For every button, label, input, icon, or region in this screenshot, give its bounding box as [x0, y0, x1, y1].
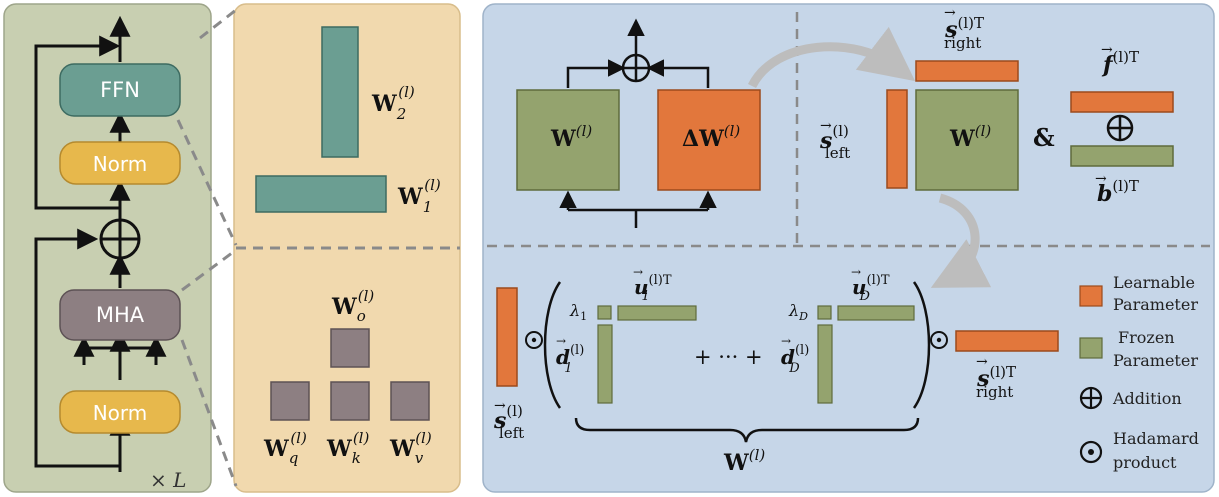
repeat-label: × L: [150, 468, 186, 492]
vec-arrow-u1: →: [633, 265, 643, 279]
legend-addition-label: Addition: [1112, 389, 1182, 408]
s-left-top-vector: [886, 89, 908, 189]
transformer-panel: [3, 3, 212, 493]
vec-arrow-s-right-bottom: →: [976, 354, 988, 370]
vec-arrow-f: →: [1101, 42, 1113, 58]
wo-label: Wo(l): [331, 287, 374, 325]
u-1-vector: [617, 305, 697, 321]
d-1-label: d(l)1: [556, 343, 584, 376]
s-right-bottom-vector: [955, 330, 1059, 352]
hadamard-left: [525, 331, 543, 349]
norm-bottom-box: [59, 390, 181, 434]
b-vector-label: b(l)T: [1097, 177, 1139, 207]
w1-matrix: [255, 175, 387, 213]
zoom-lines: [176, 8, 460, 487]
norm-top-box: [59, 141, 181, 185]
f-vector: [1070, 91, 1174, 113]
wk-matrix: [330, 381, 370, 421]
legend-hadamard-line2: product: [1113, 453, 1177, 472]
vec-arrow-dd: →: [781, 334, 791, 348]
lora-flow-lines: [559, 18, 717, 228]
norm-bottom-label: Norm: [93, 401, 148, 425]
delta-weight-label: ΔW(l): [682, 122, 740, 152]
u-d-vector: [837, 305, 915, 321]
wo-matrix: [330, 328, 370, 368]
vec-arrow-d1: →: [556, 334, 566, 348]
w2-matrix: [321, 26, 359, 158]
plus-dots-plus: + ··· +: [694, 345, 763, 369]
wq-label: Wq(l): [263, 429, 307, 467]
ffn-box: [59, 63, 181, 117]
vec-arrow-s-right-top: →: [944, 5, 956, 21]
big-paren-left: [543, 281, 562, 409]
lambda-1-cell: [597, 305, 612, 320]
wv-label: Wv(l): [389, 429, 432, 467]
b-vector: [1070, 145, 1174, 167]
ampersand: &: [1033, 123, 1055, 152]
scaled-weight-label: W(l): [949, 122, 991, 152]
w2-label: W2(l): [371, 83, 415, 123]
wq-matrix: [270, 381, 310, 421]
w1-label: W1(l): [397, 176, 441, 216]
vec-arrow-s-left-bottom: →: [494, 398, 506, 414]
transformer-block: [34, 15, 167, 472]
wv-matrix: [390, 381, 430, 421]
d-d-vector: [817, 324, 833, 404]
vec-arrow-b: →: [1095, 171, 1107, 187]
lambda-d-cell: [817, 305, 832, 320]
legend-frozen-line1: Frozen: [1118, 328, 1175, 347]
s-left-bottom-label: s(l)left: [493, 402, 524, 442]
legend-hadamard-line1: Hadamard: [1113, 429, 1199, 448]
s-right-top-vector: [915, 60, 1019, 82]
bottom-brace: [574, 417, 920, 443]
legend-frozen-swatch: [1079, 337, 1103, 359]
curved-arrow-top: [747, 26, 916, 89]
s-left-top-label: s(l)left: [819, 122, 850, 162]
frozen-weight-matrix: [516, 89, 620, 191]
big-paren-right: [912, 281, 931, 409]
d-d-label: d(l)D: [781, 343, 809, 376]
legend-learnable-swatch: [1079, 285, 1103, 307]
curved-arrow-down: [930, 193, 992, 288]
delta-weight-matrix: [657, 89, 761, 191]
legend-frozen-line2: Parameter: [1113, 351, 1198, 370]
wk-label: Wk(l): [326, 429, 369, 467]
scaled-weight-matrix: [915, 89, 1019, 191]
s-left-bottom-vector: [496, 287, 518, 387]
legend-addition-icon: [1079, 386, 1103, 410]
norm-top-label: Norm: [93, 152, 148, 176]
brace-weight-label: W(l): [723, 446, 765, 476]
legend-learnable-line1: Learnable: [1113, 273, 1195, 292]
legend-learnable-line2: Parameter: [1113, 295, 1198, 314]
f-vector-label: f(l)T: [1101, 48, 1139, 78]
legend-hadamard-icon: [1079, 440, 1103, 464]
vec-arrow-ud: →: [851, 265, 861, 279]
d-1-vector: [597, 324, 613, 404]
mha-box: [59, 289, 181, 341]
lambda-1-label: λ1: [569, 301, 587, 323]
hadamard-right: [930, 331, 948, 349]
ffn-label: FFN: [100, 78, 140, 102]
mha-label: MHA: [96, 303, 145, 327]
vec-arrow-s-left-top: →: [820, 118, 832, 134]
lambda-d-label: λD: [788, 301, 808, 323]
frozen-weight-label: W(l): [550, 122, 592, 152]
